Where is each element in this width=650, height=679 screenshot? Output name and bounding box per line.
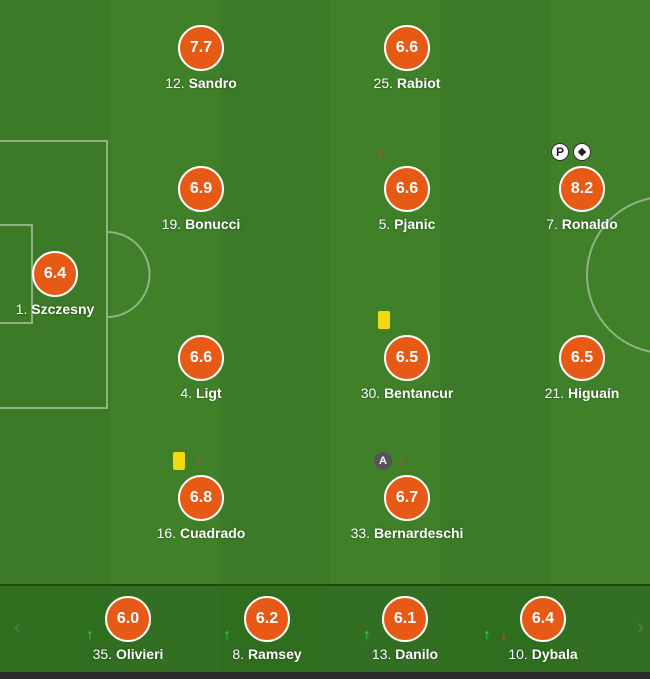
yellow-card-icon	[173, 452, 185, 470]
captain-icon: A	[374, 452, 392, 470]
player-label: 5. Pjanic	[378, 216, 436, 232]
rating-badge: 6.5	[559, 335, 605, 381]
player-label: 4. Ligt	[180, 385, 222, 401]
player-card-bentancur[interactable]: 6.5 30. Bentancur	[327, 335, 487, 405]
rating-badge: 7.7	[178, 25, 224, 71]
player-label: 13. Danilo	[371, 646, 439, 662]
player-label: 1. Szczesny	[15, 301, 95, 317]
player-label: 8. Ramsey	[232, 646, 302, 662]
sub-in-arrow-icon: ↑	[86, 627, 94, 644]
rating-badge: 6.8	[178, 475, 224, 521]
rating-badge: 6.2	[244, 596, 290, 642]
sub-out-arrow-icon: ↓	[194, 452, 202, 469]
rating-badge: 6.4	[520, 596, 566, 642]
rating-badge: 6.5	[384, 335, 430, 381]
next-arrow-icon[interactable]: ›	[637, 616, 644, 638]
player-card-bernardeschi[interactable]: 6.7 33. Bernardeschi	[327, 475, 487, 545]
player-label: 30. Bentancur	[360, 385, 454, 401]
player-label: 35. Olivieri	[92, 646, 164, 662]
rating-badge: 6.1	[382, 596, 428, 642]
player-label: 33. Bernardeschi	[350, 525, 464, 541]
sub-out-arrow-icon: ↓	[500, 627, 508, 644]
player-card-cuadrado[interactable]: 6.8 16. Cuadrado	[121, 475, 281, 545]
rating-badge: 6.6	[178, 335, 224, 381]
player-card-szczesny[interactable]: 6.4 1. Szczesny	[0, 251, 135, 321]
player-card-sandro[interactable]: 7.7 12. Sandro	[121, 25, 281, 95]
player-card-higuain[interactable]: 6.5 21. Higuaín	[502, 335, 650, 405]
player-label: 12. Sandro	[165, 75, 237, 91]
sub-card-olivieri[interactable]: 6.0 35. Olivieri	[48, 596, 208, 666]
player-card-rabiot[interactable]: 6.6 25. Rabiot	[327, 25, 487, 95]
player-label: 16. Cuadrado	[156, 525, 246, 541]
sub-card-ramsey[interactable]: 6.2 8. Ramsey	[187, 596, 347, 666]
player-card-ligt[interactable]: 6.6 4. Ligt	[121, 335, 281, 405]
player-card-bonucci[interactable]: 6.9 19. Bonucci	[121, 166, 281, 236]
sub-out-arrow-icon: ↓	[398, 452, 406, 469]
sub-in-arrow-icon: ↑	[483, 627, 491, 644]
sub-card-dybala[interactable]: 6.4 10. Dybala	[463, 596, 623, 666]
sub-out-arrow-icon: ↓	[377, 144, 385, 161]
bottom-strip	[0, 672, 650, 679]
rating-badge: 6.9	[178, 166, 224, 212]
prev-arrow-icon[interactable]: ‹	[14, 616, 21, 638]
player-label: 25. Rabiot	[373, 75, 441, 91]
player-card-ronaldo[interactable]: 8.2 7. Ronaldo	[502, 166, 650, 236]
player-label: 7. Ronaldo	[546, 216, 618, 232]
rating-badge: 6.0	[105, 596, 151, 642]
rating-badge: 6.7	[384, 475, 430, 521]
rating-badge: 8.2	[559, 166, 605, 212]
player-label: 19. Bonucci	[161, 216, 241, 232]
rating-badge: 6.4	[32, 251, 78, 297]
penalty-goal-icon: P	[551, 143, 569, 161]
sub-in-arrow-icon: ↑	[363, 627, 371, 644]
player-label: 21. Higuaín	[544, 385, 620, 401]
yellow-card-icon	[378, 311, 390, 329]
pitch: 7.7 12. Sandro 6.6 25. Rabiot 6.9 19. Bo…	[0, 0, 650, 584]
sub-in-arrow-icon: ↑	[223, 627, 231, 644]
player-label: 10. Dybala	[508, 646, 578, 662]
sub-card-danilo[interactable]: 6.1 13. Danilo	[325, 596, 485, 666]
goal-ball-icon	[573, 143, 591, 161]
player-card-pjanic[interactable]: 6.6 5. Pjanic	[327, 166, 487, 236]
substitutes-bar: ‹ › ↑ 6.0 35. Olivieri ↑ 6.2 8. Ramsey ↑…	[0, 584, 650, 674]
rating-badge: 6.6	[384, 25, 430, 71]
rating-badge: 6.6	[384, 166, 430, 212]
